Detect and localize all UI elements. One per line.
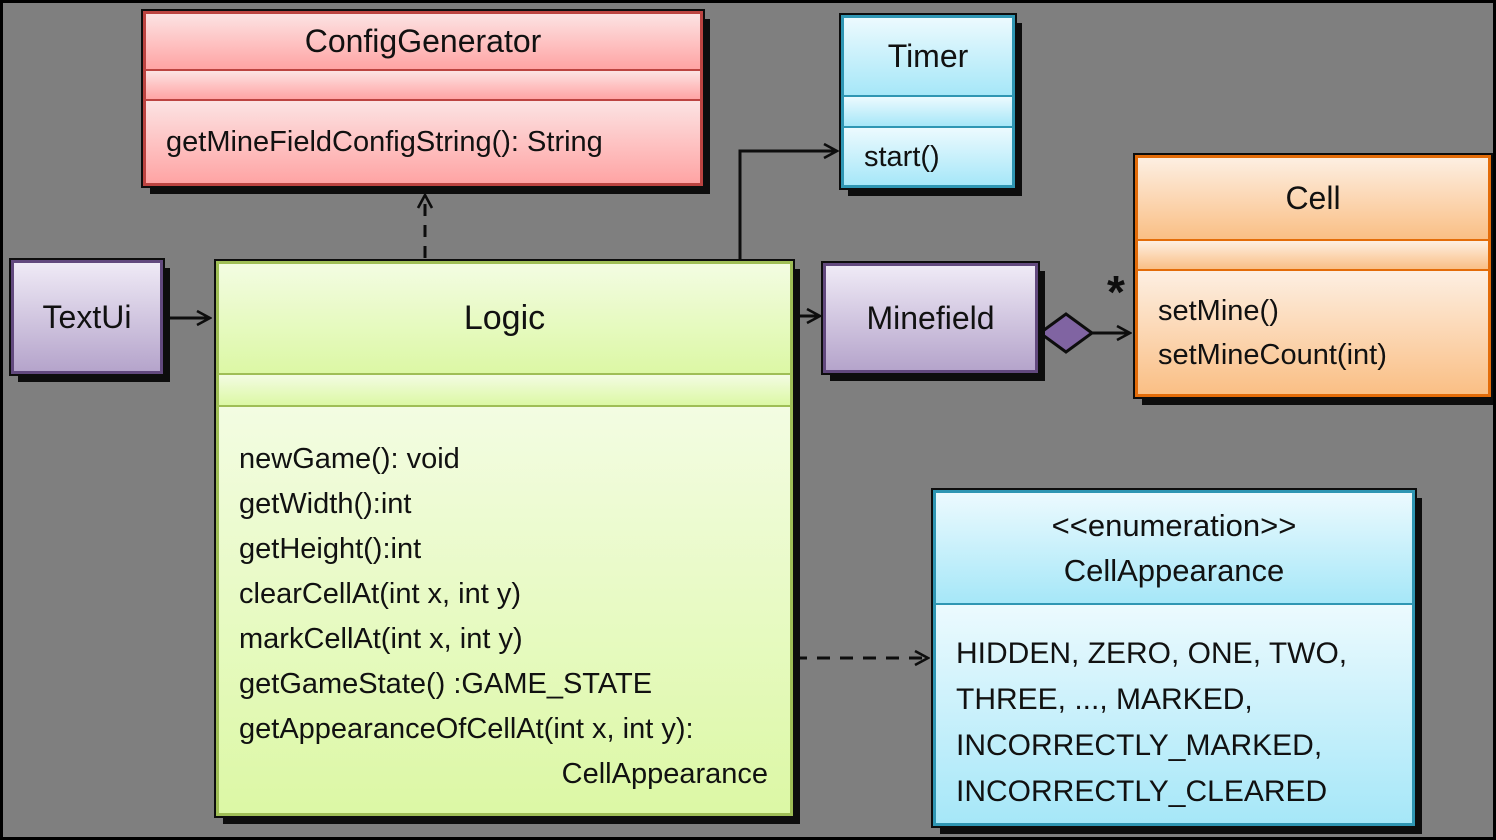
enum-cellappearance-values: HIDDEN, ZERO, ONE, TWO, THREE, ..., MARK… xyxy=(936,603,1412,823)
enum-value-line: INCORRECTLY_MARKED, xyxy=(956,729,1323,762)
connector-layer: * xyxy=(166,3,1496,840)
class-logic-attributes xyxy=(219,373,790,405)
class-minefield: Minefield xyxy=(823,263,1038,373)
class-timer-methods: start() xyxy=(844,126,1012,185)
class-timer-title: Timer xyxy=(844,18,1012,95)
method-label-return-type: CellAppearance xyxy=(561,758,768,790)
edge-logic-timer xyxy=(738,151,837,259)
enum-stereotype: <<enumeration>> xyxy=(1051,508,1297,543)
enum-title: CellAppearance xyxy=(1063,553,1285,588)
class-logic-methods: newGame(): void getWidth():int getHeight… xyxy=(219,405,790,813)
class-logic: Logic newGame(): void getWidth():int get… xyxy=(216,261,793,816)
method-label: getAppearanceOfCellAt(int x, int y): xyxy=(239,713,694,745)
multiplicity-star: * xyxy=(1107,266,1125,318)
class-minefield-title: Minefield xyxy=(826,266,1035,370)
class-configgenerator-methods: getMineFieldConfigString(): String xyxy=(146,99,700,183)
method-label: getGameState() :GAME_STATE xyxy=(239,668,653,700)
class-configgenerator: ConfigGenerator getMineFieldConfigString… xyxy=(143,11,703,186)
class-configgenerator-attributes xyxy=(146,69,700,99)
enum-value-line: THREE, ..., MARKED, xyxy=(956,683,1253,716)
method-label: setMine() xyxy=(1158,294,1279,327)
class-cell-attributes xyxy=(1138,239,1488,269)
class-cell-methods: setMine() setMineCount(int) xyxy=(1138,269,1488,394)
method-label: getMineFieldConfigString(): String xyxy=(166,126,603,158)
method-label: newGame(): void xyxy=(239,443,460,475)
method-label: getWidth():int xyxy=(239,488,412,520)
class-logic-title: Logic xyxy=(219,264,790,373)
method-label: setMineCount(int) xyxy=(1158,338,1387,371)
enum-cellappearance-title: <<enumeration>> CellAppearance xyxy=(936,493,1412,603)
aggregation-diamond xyxy=(1037,312,1095,354)
class-cell-title: Cell xyxy=(1138,158,1488,239)
class-textui: TextUi xyxy=(11,260,163,374)
method-label: clearCellAt(int x, int y) xyxy=(239,578,522,610)
class-cell: Cell setMine() setMineCount(int) xyxy=(1135,155,1491,397)
class-textui-title: TextUi xyxy=(14,263,160,371)
method-label: getHeight():int xyxy=(239,533,422,565)
enum-value-line: INCORRECTLY_CLEARED xyxy=(956,775,1328,808)
enum-cellappearance: <<enumeration>> CellAppearance HIDDEN, Z… xyxy=(933,490,1415,826)
class-timer-attributes xyxy=(844,95,1012,126)
class-configgenerator-title: ConfigGenerator xyxy=(146,14,700,69)
class-timer: Timer start() xyxy=(841,15,1015,188)
method-label: start() xyxy=(864,140,940,173)
method-label: markCellAt(int x, int y) xyxy=(239,623,523,655)
enum-value-line: HIDDEN, ZERO, ONE, TWO, xyxy=(956,637,1348,670)
